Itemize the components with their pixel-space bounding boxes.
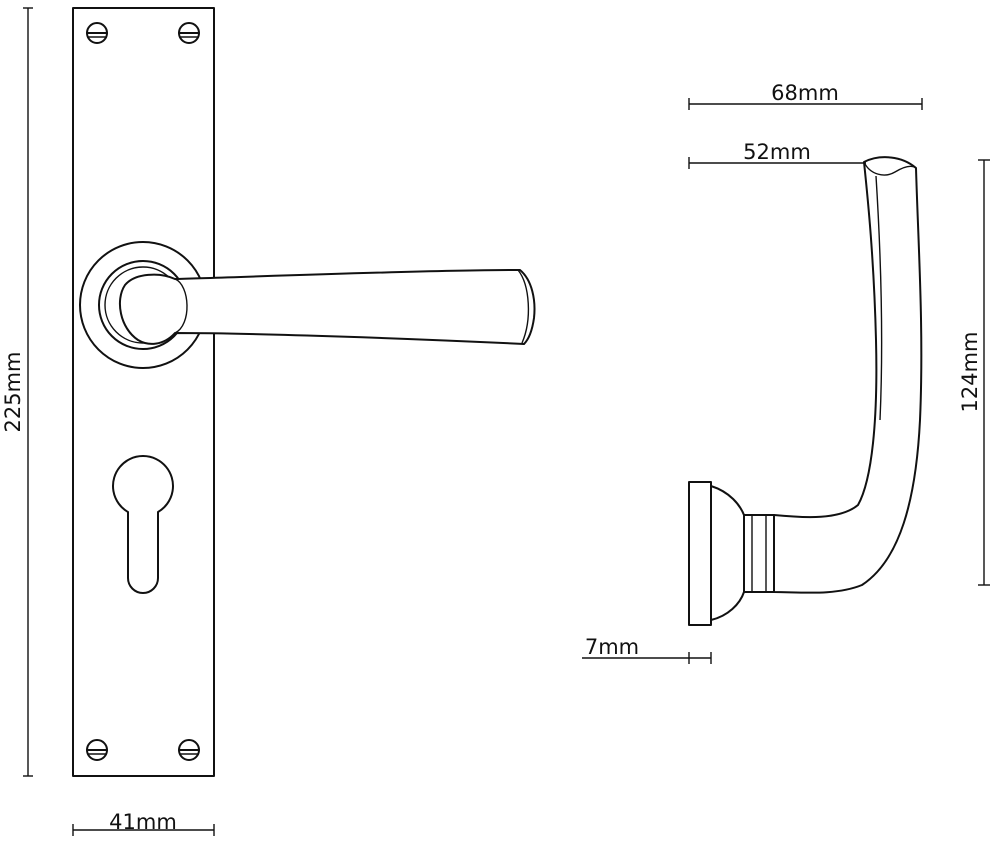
projection-label: 68mm xyxy=(771,81,839,105)
rose-thickness-label: 7mm xyxy=(585,635,639,659)
backplate xyxy=(72,7,215,777)
lever-height-label: 124mm xyxy=(958,332,982,413)
plate-width-label: 41mm xyxy=(109,810,177,834)
side-view xyxy=(688,156,923,626)
euro-keyhole-icon xyxy=(112,455,174,594)
rose-side xyxy=(688,481,712,626)
neck-collar xyxy=(743,514,775,593)
lever-arm xyxy=(118,269,536,345)
plate-height-label: 225mm xyxy=(1,352,25,433)
lever-reach-label: 52mm xyxy=(743,140,811,164)
front-view xyxy=(72,7,536,777)
screw-icon xyxy=(178,22,200,44)
lever-arm-side xyxy=(773,156,923,594)
screw-icon xyxy=(178,739,200,761)
dimension-lines: 225mm 41mm 68mm 52mm 124mm 7mm xyxy=(1,7,990,836)
screw-icon xyxy=(86,739,108,761)
screw-icon xyxy=(86,22,108,44)
